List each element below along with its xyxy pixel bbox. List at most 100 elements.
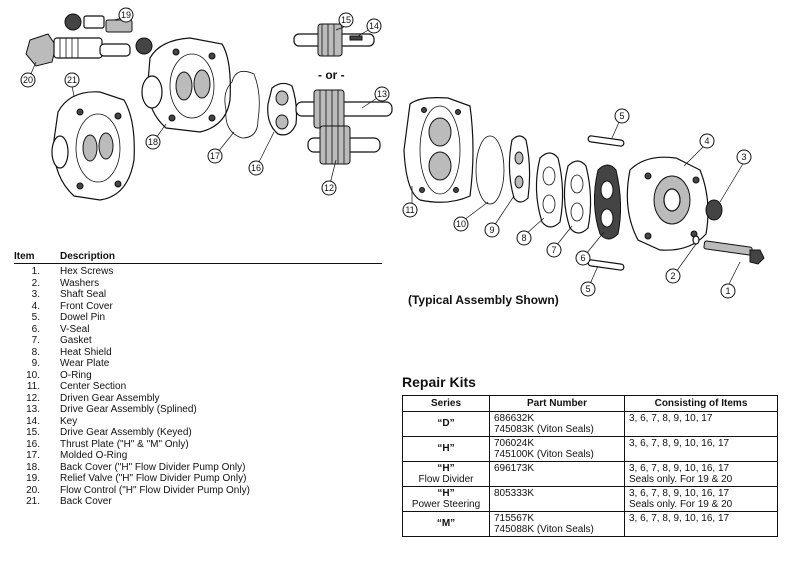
o-ring-part <box>475 135 505 205</box>
item-description: V-Seal <box>60 323 90 335</box>
drive-gear-keyed-part <box>293 23 375 57</box>
svg-text:16: 16 <box>251 163 261 173</box>
callout-8: 8 <box>516 230 532 246</box>
svg-text:17: 17 <box>210 151 220 161</box>
callout-10: 10 <box>453 216 469 232</box>
svg-text:10: 10 <box>456 219 466 229</box>
svg-text:18: 18 <box>148 137 158 147</box>
repair-kit-row: “M”715567K 745088K (Viton Seals)3, 6, 7,… <box>402 511 778 537</box>
hex-screw-part <box>703 240 765 265</box>
callout-9: 9 <box>484 222 500 238</box>
exploded-assembly-diagram: 1 2 3 4 5 5 6 7 8 9 10 11 12 13 14 15 16… <box>20 7 765 299</box>
item-row: 7. Gasket <box>14 335 382 347</box>
item-number: 1. <box>31 266 40 277</box>
svg-text:14: 14 <box>369 21 379 31</box>
part-number-cell: 805333K <box>489 486 625 512</box>
series-name: “H” <box>437 463 455 474</box>
item-description: Dowel Pin <box>60 312 106 323</box>
item-row: 8. Heat Shield <box>14 347 382 359</box>
molded-o-ring-part <box>224 70 260 139</box>
item-number: 17. <box>26 450 40 461</box>
svg-text:19: 19 <box>121 10 131 20</box>
svg-text:20: 20 <box>23 75 33 85</box>
thrust-plate-part <box>267 82 298 136</box>
part-number-cell: 696173K <box>489 461 625 487</box>
item-description: Washers <box>60 277 100 289</box>
leader-lines <box>29 17 745 287</box>
callout-6: 6 <box>575 250 591 266</box>
center-section-part <box>403 97 474 203</box>
repair-kit-row: “H”706024K 745100K (Viton Seals)3, 6, 7,… <box>402 436 778 462</box>
svg-text:4: 4 <box>704 136 709 146</box>
item-number: 21. <box>26 496 40 507</box>
items-table-header: Item Description <box>14 251 382 264</box>
callout-5-top: 5 <box>614 108 630 124</box>
series-cell: “M” <box>402 511 490 537</box>
item-row: 19.Relief Valve ("H" Flow Divider Pump O… <box>14 473 382 485</box>
series-name: “H” <box>437 443 455 454</box>
item-number: 16. <box>26 438 40 450</box>
series-subtitle: Flow Divider <box>418 474 474 485</box>
item-number: 18. <box>26 461 40 473</box>
svg-text:5: 5 <box>585 284 590 294</box>
item-row: 5. Dowel Pin <box>14 312 382 324</box>
callout-11: 11 <box>402 202 418 218</box>
dowel-pin-bottom-part <box>587 259 625 271</box>
item-number: 14. <box>26 415 40 427</box>
svg-text:1: 1 <box>725 286 730 296</box>
item-row: 21.Back Cover <box>14 496 382 508</box>
svg-text:5: 5 <box>619 111 624 121</box>
svg-text:2: 2 <box>670 271 675 281</box>
heat-shield-part <box>535 152 564 228</box>
item-row: 20.Flow Control ("H" Flow Divider Pump O… <box>14 485 382 497</box>
item-row: 2. Washers <box>14 278 382 290</box>
item-number: 6. <box>31 323 40 335</box>
svg-text:7: 7 <box>551 245 556 255</box>
item-description: Heat Shield <box>60 346 112 358</box>
item-number: 15. <box>26 427 40 438</box>
assembly-caption: (Typical Assembly Shown) <box>408 293 559 307</box>
item-number: 13. <box>26 404 40 415</box>
item-description: Gasket <box>60 335 92 346</box>
relief-valve-part <box>64 13 153 55</box>
svg-text:9: 9 <box>489 225 494 235</box>
item-description: Back Cover ("H" Flow Divider Pump Only) <box>60 461 246 473</box>
repair-kit-row: “D”686632K 745083K (Viton Seals)3, 6, 7,… <box>402 411 778 437</box>
callout-2: 2 <box>665 268 681 284</box>
item-number: 5. <box>31 312 40 323</box>
shaft-seal-part <box>705 199 723 221</box>
item-description: O-Ring <box>60 369 92 381</box>
item-row: 3.Shaft Seal <box>14 289 382 301</box>
item-number: 9. <box>31 358 40 369</box>
or-label: - or - <box>318 68 345 82</box>
item-number: 2. <box>31 277 40 289</box>
callout-19: 19 <box>118 7 134 23</box>
item-row: 18. Back Cover ("H" Flow Divider Pump Onl… <box>14 462 382 474</box>
v-seal-part <box>593 164 622 240</box>
item-number: 7. <box>31 335 40 346</box>
item-description: Relief Valve ("H" Flow Divider Pump Only… <box>60 473 247 484</box>
callout-4: 4 <box>699 133 715 149</box>
callout-17: 17 <box>207 148 223 164</box>
drive-gear-splined-part <box>295 89 393 129</box>
series-subtitle: Power Steering <box>411 499 481 510</box>
item-description: Center Section <box>60 381 127 392</box>
item-row: 1.Hex Screws <box>14 266 382 278</box>
part-number-cell: 715567K 745088K (Viton Seals) <box>489 511 625 537</box>
item-number: 10. <box>26 369 40 381</box>
svg-text:21: 21 <box>67 75 77 85</box>
series-cell: “H”Flow Divider <box>402 461 490 487</box>
repair-kits-header-row: Series Part Number Consisting of Items <box>402 395 778 412</box>
item-description: Shaft Seal <box>60 289 107 300</box>
kit-items-cell: 3, 6, 7, 8, 9, 10, 16, 17 Seals only. Fo… <box>624 461 778 487</box>
callout-15: 15 <box>338 12 354 28</box>
callout-20: 20 <box>20 72 36 88</box>
svg-text:8: 8 <box>521 233 526 243</box>
wear-plate-part <box>508 135 531 203</box>
item-number: 8. <box>31 346 40 358</box>
item-description: Wear Plate <box>60 358 110 369</box>
part-number-cell: 706024K 745100K (Viton Seals) <box>489 436 625 462</box>
